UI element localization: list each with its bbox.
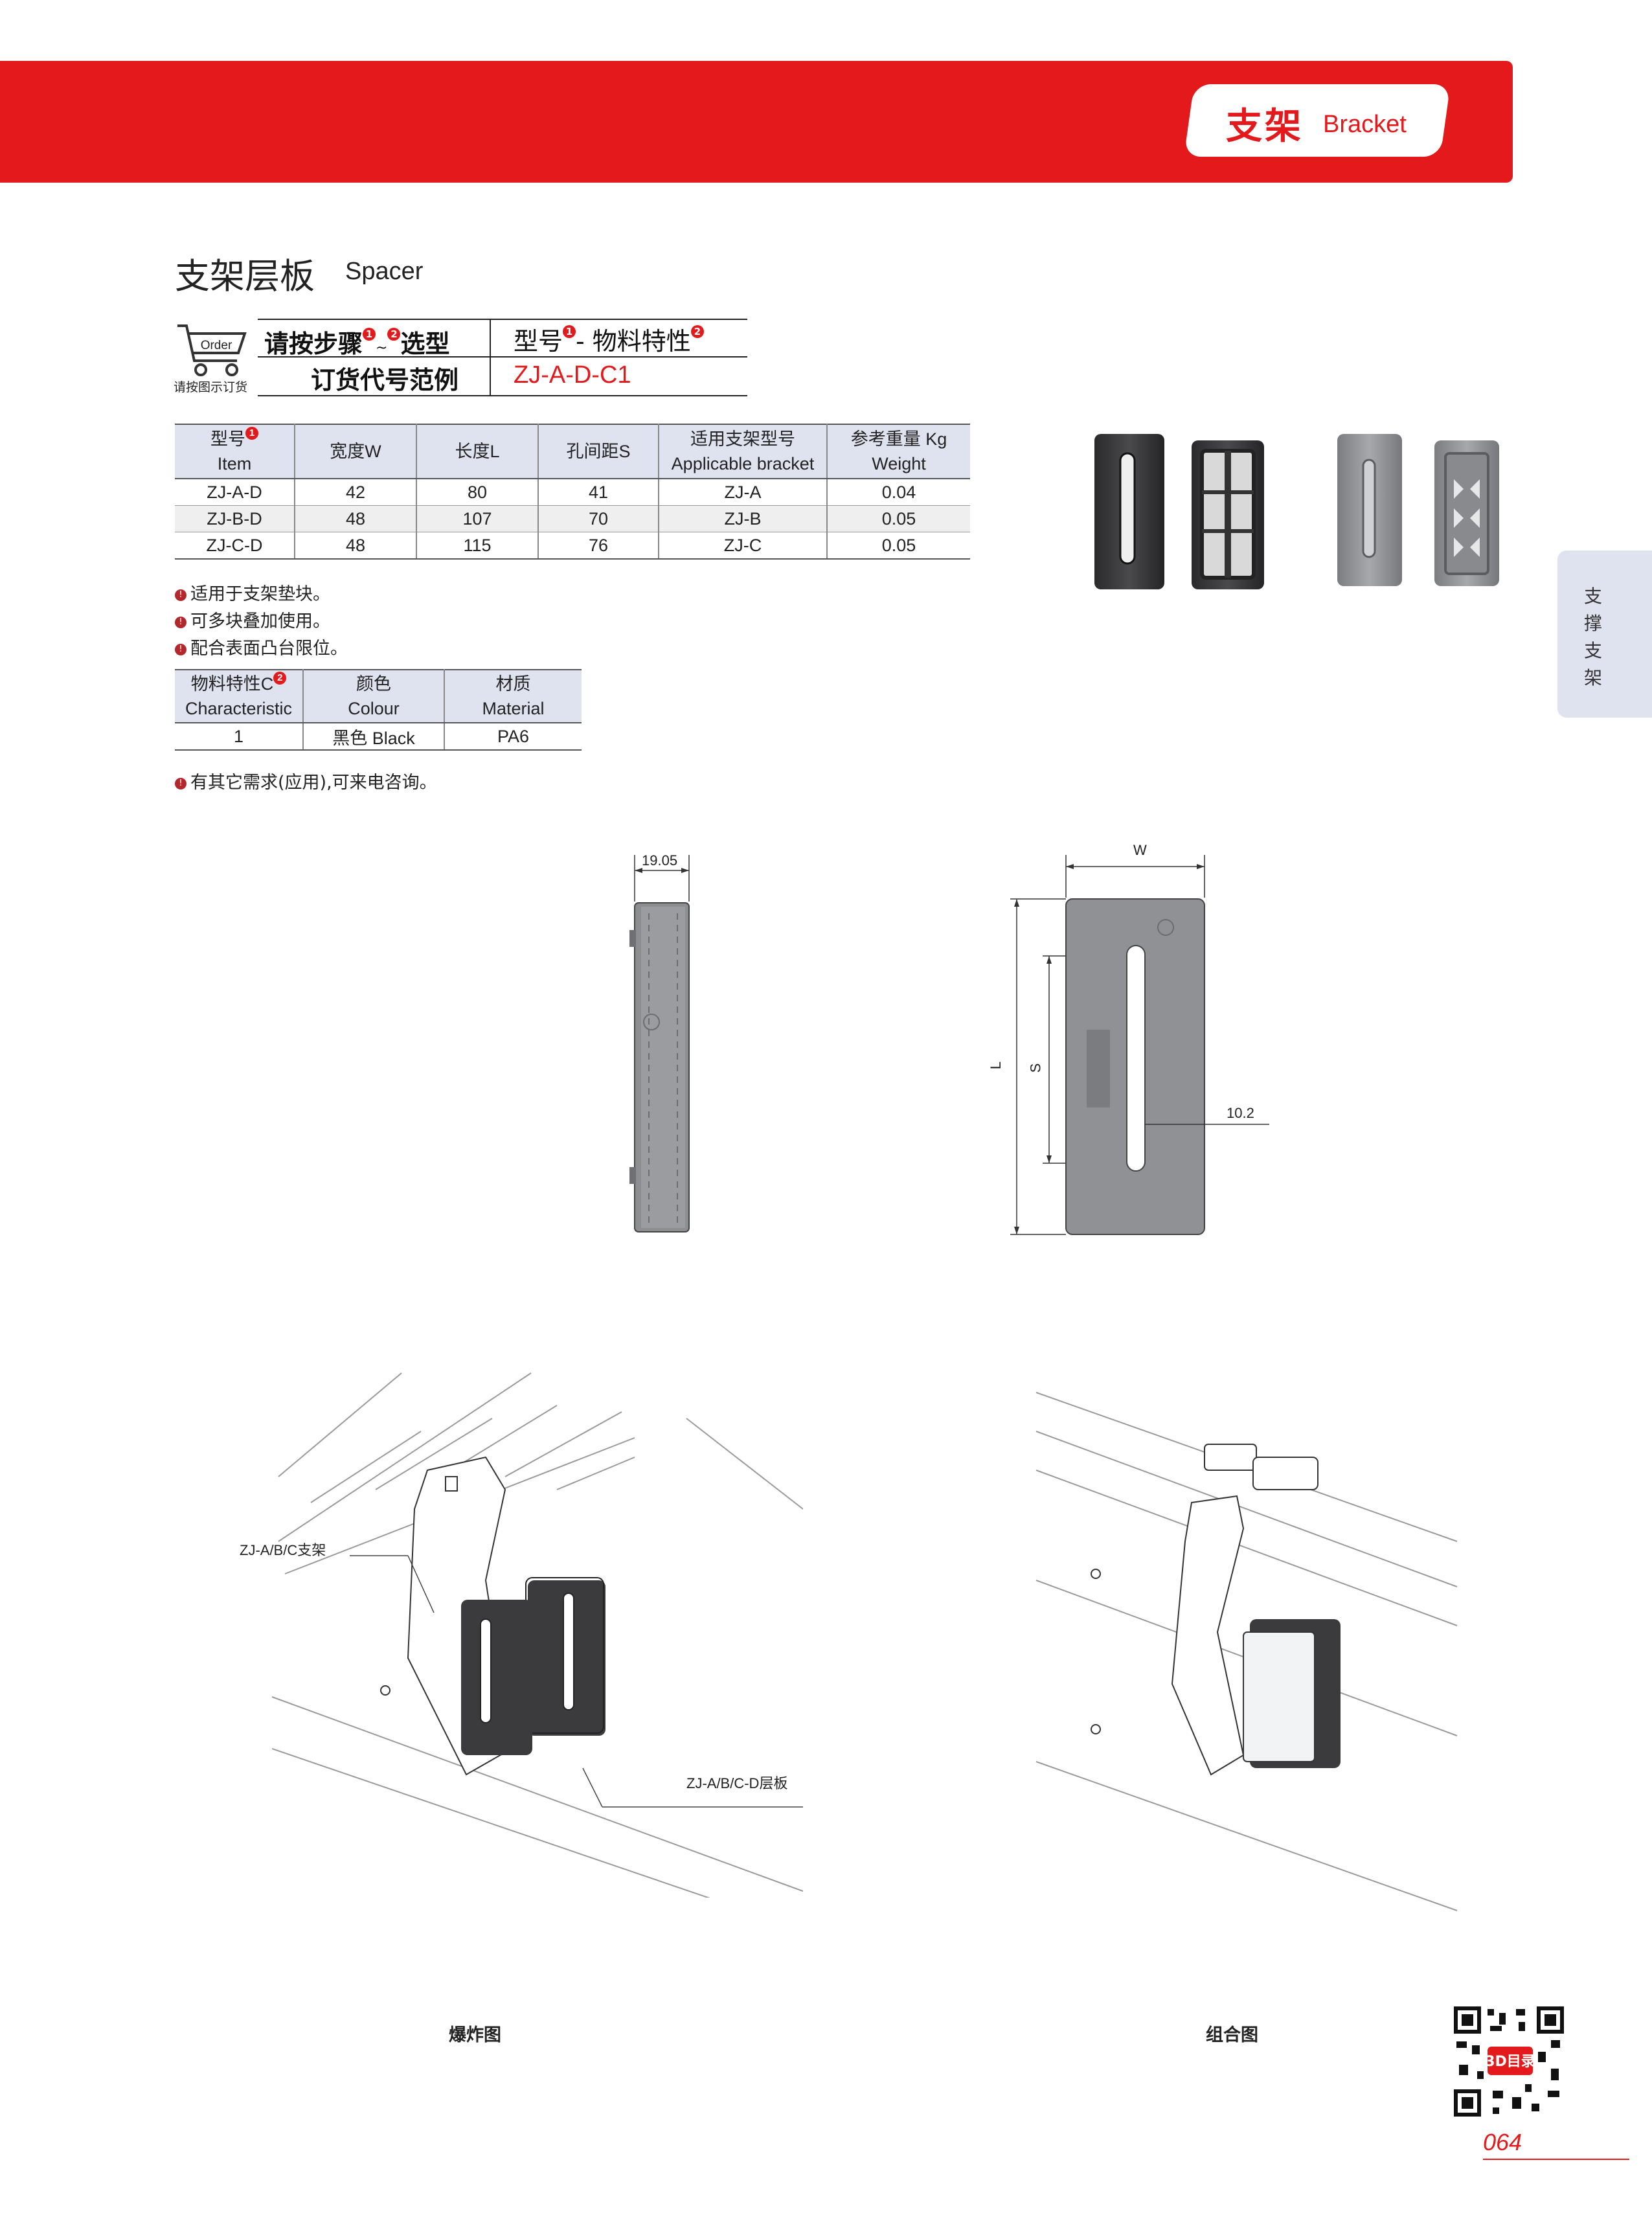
dim-slot-width: 10.2 (1227, 1105, 1254, 1121)
page-number-rule (1483, 2159, 1629, 2160)
callout-bracket: ZJ-A/B/C支架 (240, 1542, 326, 1558)
photo-black-front (1094, 434, 1164, 589)
caption-exploded: 爆炸图 (449, 2025, 501, 2045)
caption-assembled: 组合图 (1206, 2025, 1258, 2045)
spec-header-spacing: 孔间距S (538, 424, 659, 479)
category-title-en: Bracket (1323, 111, 1407, 138)
spec-header-length: 长度L (416, 424, 539, 479)
dim-length-label: L (988, 1061, 1004, 1070)
dim-thickness: 19.05 (642, 852, 678, 869)
dim-spacing-label: S (1027, 1063, 1044, 1073)
contact-note: !有其它需求(应用),可来电咨询。 (175, 768, 437, 793)
callout-spacer: ZJ-A/B/C-D层板 (686, 1775, 788, 1791)
order-caption: 请按图示订货 (174, 380, 248, 394)
order-rule-bottom (258, 395, 747, 396)
dim-width-label: W (1133, 842, 1147, 858)
order-cart-icon: Order (177, 324, 247, 376)
category-title-zh: 支架 (1226, 106, 1304, 148)
side-tab-label: 支撑支架 (1583, 585, 1602, 688)
spec-header-width: 宽度W (295, 424, 417, 479)
order-icon-label: Order (201, 339, 232, 352)
page-title: 支架层板 (175, 256, 315, 297)
category-tag (1184, 84, 1451, 157)
front-view-drawing (1010, 855, 1269, 1235)
order-example-value: ZJ-A-D-C1 (514, 361, 631, 389)
side-view-drawing (629, 855, 690, 1232)
qr-code-icon[interactable]: 3D目录 (1454, 2006, 1564, 2117)
note-1: !适用于支架垫块。 (175, 580, 330, 605)
order-rule-top (258, 319, 747, 320)
note-2: !可多块叠加使用。 (175, 607, 330, 632)
order-example-label: 订货代号范例 (311, 366, 459, 394)
assembled-view-drawing (1035, 1392, 1458, 1911)
exploded-view-drawing (272, 1372, 803, 1898)
page-subtitle: Spacer (345, 258, 424, 285)
qr-label: 3D目录 (1485, 2054, 1535, 2070)
order-rule-divider (490, 319, 491, 395)
order-rule-mid (258, 356, 747, 358)
photo-grey-front (1337, 434, 1402, 586)
photo-grey-back (1434, 440, 1499, 586)
note-3: !配合表面凸台限位。 (175, 634, 348, 659)
page-number: 064 (1483, 2129, 1522, 2155)
side-tab[interactable] (1557, 551, 1652, 718)
product-photos (1094, 434, 1499, 589)
photo-black-back (1192, 440, 1264, 589)
